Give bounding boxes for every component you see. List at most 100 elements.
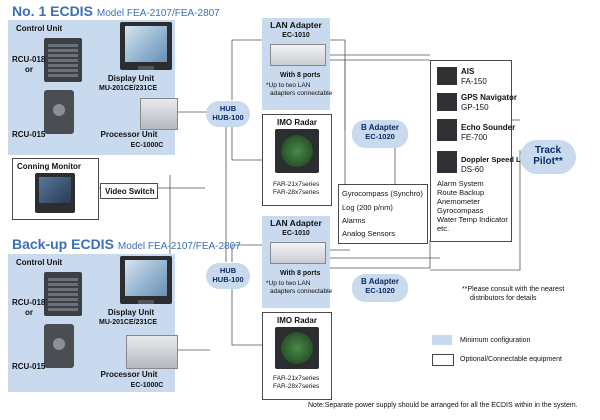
track-pilot-line2: Pilot** bbox=[533, 156, 563, 167]
ecdis1-model: Model FEA-2107/FEA-2807 bbox=[96, 8, 220, 19]
doppler-log-icon bbox=[437, 151, 457, 173]
sensor-item: Gyrocompass (Synchro) bbox=[342, 189, 423, 198]
echo-sounder-icon bbox=[437, 119, 457, 141]
conning-monitor-box: Conning Monitor bbox=[12, 158, 99, 220]
sensor-item: Log (200 p/nm) bbox=[342, 203, 393, 212]
badapter1-bubble: B Adapter EC-1020 bbox=[352, 120, 408, 148]
radar2-series1: FAR-21x7series bbox=[273, 375, 320, 382]
doppler-label: Doppler Speed Log bbox=[461, 155, 530, 164]
lan1-ports: With 8 ports bbox=[280, 72, 321, 79]
badapter1-model: EC-1020 bbox=[365, 132, 395, 141]
badapter2-model: EC-1020 bbox=[365, 286, 395, 295]
ecdis2-processor-model: EC-1000C bbox=[130, 382, 164, 389]
video-switch-label: Video Switch bbox=[105, 187, 155, 196]
ecdis2-title-text: Back-up ECDIS bbox=[12, 236, 114, 252]
conning-monitor-label: Conning Monitor bbox=[17, 162, 81, 171]
right-list-item: Anemometer bbox=[437, 197, 480, 206]
consult-note-line2: distributors for details bbox=[470, 295, 537, 302]
right-list-item: Alarm System bbox=[437, 179, 484, 188]
ecdis2-processor-unit-icon bbox=[126, 335, 178, 369]
gps-label: GPS Navigator bbox=[461, 93, 518, 102]
radar1-series1: FAR-21x7series bbox=[273, 181, 320, 188]
hub1-model: HUB-100 bbox=[212, 113, 244, 122]
right-list-item: Gyrocompass bbox=[437, 206, 484, 215]
ecdis1-processor-unit-label: Processor Unit bbox=[100, 130, 158, 139]
ais-model: FA-150 bbox=[461, 77, 487, 86]
ecdis2-or-label: or bbox=[25, 308, 33, 317]
echo-model: FE-700 bbox=[461, 133, 488, 142]
rcu-015-trackball-icon bbox=[44, 90, 74, 134]
ecdis1-title-text: No. 1 ECDIS bbox=[12, 3, 93, 19]
lan1-note2: adapters connectable bbox=[270, 90, 333, 97]
ecdis1-processor-unit-icon bbox=[140, 98, 178, 130]
lan2-ports: With 8 ports bbox=[280, 270, 321, 277]
ecdis2-rcu-a-label: RCU-018 bbox=[12, 298, 46, 307]
ais-icon bbox=[437, 67, 457, 85]
hub2-model: HUB-100 bbox=[212, 275, 244, 284]
radar2-title: IMO Radar bbox=[276, 316, 317, 325]
lan2-adapter-icon bbox=[270, 242, 326, 264]
track-pilot-line1: Track bbox=[534, 145, 562, 156]
doppler-model: DS-60 bbox=[461, 165, 484, 174]
radar2-box: IMO Radar FAR-21x7series FAR-28x7series bbox=[262, 312, 332, 400]
footnote: Note:Separate power supply should be arr… bbox=[308, 402, 578, 409]
ecdis1-or-label: or bbox=[25, 65, 33, 74]
ecdis2-rcu-b-label: RCU-015 bbox=[12, 362, 46, 371]
ecdis1-processor-model: EC-1000C bbox=[130, 142, 164, 149]
sensors-box: Gyrocompass (Synchro) Log (200 p/nm) Ala… bbox=[338, 184, 428, 244]
lan2-note1: *Up to two LAN bbox=[266, 280, 311, 287]
badapter1-name: B Adapter bbox=[361, 123, 399, 132]
legend-min-label: Minimum configuration bbox=[460, 337, 531, 344]
track-pilot-bubble: Track Pilot** bbox=[520, 140, 576, 174]
lan1-title: LAN Adapter bbox=[270, 20, 322, 30]
ecdis1-display-model: MU-201CE/231CE bbox=[99, 85, 157, 92]
ais-label: AIS bbox=[461, 67, 475, 76]
radar1-series2: FAR-28x7series bbox=[273, 189, 320, 196]
radar1-box: IMO Radar FAR-21x7series FAR-28x7series bbox=[262, 114, 332, 206]
right-panel-box: AIS FA-150 GPS Navigator GP-150 Echo Sou… bbox=[430, 60, 530, 242]
ecdis1-control-unit-label: Control Unit bbox=[16, 24, 63, 33]
ecdis2-rcu-015-trackball-icon bbox=[44, 324, 74, 368]
echo-label: Echo Sounder bbox=[461, 123, 516, 132]
ecdis1-display-unit-label: Display Unit bbox=[107, 74, 155, 83]
sensor-item: Analog Sensors bbox=[342, 229, 395, 238]
badapter2-name: B Adapter bbox=[361, 277, 399, 286]
right-list-item: Route Backup bbox=[437, 188, 485, 197]
ecdis2-rcu-018-keyboard-icon bbox=[44, 272, 82, 316]
hub2-bubble: HUB HUB-100 bbox=[206, 263, 250, 289]
rcu-018-keyboard-icon bbox=[44, 38, 82, 82]
legend-optional-swatch bbox=[432, 354, 454, 366]
ecdis2-control-unit-label: Control Unit bbox=[16, 258, 63, 267]
lan1-model: EC-1010 bbox=[282, 32, 310, 39]
gps-icon bbox=[437, 93, 457, 111]
lan1-note1: *Up to two LAN bbox=[266, 82, 311, 89]
video-switch-box: Video Switch bbox=[100, 183, 158, 199]
ecdis2-display-unit-label: Display Unit bbox=[107, 308, 155, 317]
ecdis1-rcu-b-label: RCU-015 bbox=[12, 130, 46, 139]
legend-min-swatch bbox=[432, 335, 452, 345]
badapter2-bubble: B Adapter EC-1020 bbox=[352, 274, 408, 302]
lan2-note2: adapters connectable bbox=[270, 288, 333, 295]
lan2-title: LAN Adapter bbox=[270, 218, 322, 228]
radar2-series2: FAR-28x7series bbox=[273, 383, 320, 390]
ecdis1-display-unit-icon bbox=[120, 22, 172, 70]
radar1-icon bbox=[275, 129, 319, 173]
ecdis2-display-unit-icon bbox=[120, 256, 172, 304]
hub1-bubble: HUB HUB-100 bbox=[206, 101, 250, 127]
right-list-item: Water Temp Indicator bbox=[437, 215, 508, 224]
lan1-adapter-icon bbox=[270, 44, 326, 66]
ecdis1-rcu-a-label: RCU-018 bbox=[12, 55, 46, 64]
gps-model: GP-150 bbox=[461, 103, 489, 112]
sensor-item: Alarms bbox=[342, 216, 366, 225]
hub1-name: HUB bbox=[219, 104, 237, 113]
legend-optional-label: Optional/Connectable equipment bbox=[460, 356, 562, 363]
lan2-model: EC-1010 bbox=[282, 230, 310, 237]
radar2-icon bbox=[275, 327, 319, 369]
hub2-name: HUB bbox=[219, 266, 237, 275]
right-list-item: etc. bbox=[437, 224, 450, 233]
ecdis2-processor-unit-label: Processor Unit bbox=[100, 370, 158, 379]
ecdis2-model: Model FEA-2107/FEA-2807 bbox=[117, 241, 241, 252]
